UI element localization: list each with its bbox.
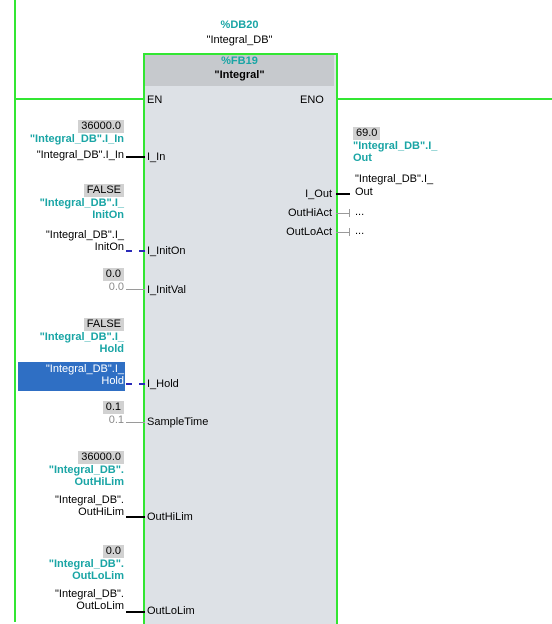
function-block[interactable]: [143, 53, 338, 624]
wire-end-tick: [349, 209, 350, 217]
actual-value: FALSE: [83, 184, 124, 197]
watch-tag: OutLoLim: [72, 570, 124, 582]
watch-tag: "Integral_DB".I_: [39, 331, 124, 343]
watch-tag: "Integral_DB".I_: [39, 197, 124, 209]
input-i-in-group: 36000.0 "Integral_DB".I_In: [0, 120, 124, 145]
operand-line: OutLoLim: [76, 600, 124, 612]
input-i-initon-group: FALSE "Integral_DB".I_ InitOn: [0, 184, 124, 221]
block-number: %FB19: [221, 55, 258, 67]
wire-dashed: [126, 250, 145, 252]
pin-en[interactable]: EN: [147, 94, 163, 106]
input-i-initval-group: 0.0 0.0: [0, 268, 124, 293]
operand-placeholder-outhiact[interactable]: ...: [355, 206, 365, 218]
pin-i-in[interactable]: I_In: [147, 151, 166, 163]
wire: [126, 516, 145, 518]
watch-tag: "Integral_DB".I_In: [29, 133, 124, 145]
wire-dashed: [126, 383, 145, 385]
function-block-header[interactable]: [145, 55, 334, 86]
input-outlolim-group: 0.0 "Integral_DB". OutLoLim: [0, 545, 124, 582]
operand-line: "Integral_DB".I_: [45, 363, 124, 375]
operand-line: "Integral_DB".: [55, 588, 124, 600]
actual-value: 36000.0: [78, 451, 124, 464]
operand-outhilim[interactable]: "Integral_DB". OutHiLim: [0, 494, 124, 518]
operand-i-initon[interactable]: "Integral_DB".I_ InitOn: [0, 229, 124, 253]
pin-outlolim[interactable]: OutLoLim: [147, 605, 195, 617]
wire: [126, 289, 145, 290]
actual-value: 0.1: [102, 401, 124, 414]
instance-db-number[interactable]: %DB20: [220, 19, 259, 31]
operand-line: InitOn: [94, 241, 124, 253]
block-name: "Integral": [214, 69, 265, 81]
wire: [126, 156, 145, 158]
selected-operand-i-hold[interactable]: [18, 362, 125, 391]
watch-tag: Hold: [99, 343, 124, 355]
operand-placeholder-outloact[interactable]: ...: [355, 225, 365, 237]
constant-value[interactable]: 0.0: [108, 281, 124, 293]
operand-line: Hold: [101, 375, 124, 387]
rung-line-in: [14, 98, 144, 100]
actual-value: 69.0: [353, 127, 381, 140]
input-outhilim-group: 36000.0 "Integral_DB". OutHiLim: [0, 451, 124, 488]
watch-tag: InitOn: [92, 209, 124, 221]
pin-i-hold[interactable]: I_Hold: [147, 378, 179, 390]
wire: [126, 611, 145, 613]
operand-line: "Integral_DB".: [55, 494, 124, 506]
watch-tag: OutHiLim: [74, 476, 125, 488]
operand-i-in[interactable]: "Integral_DB".I_In: [36, 149, 124, 161]
actual-value: 36000.0: [78, 120, 124, 133]
watch-tag: "Integral_DB".: [48, 464, 124, 476]
operand-line: "Integral_DB".I_: [45, 229, 124, 241]
pin-outloact[interactable]: OutLoAct: [286, 226, 332, 238]
operand-outlolim[interactable]: "Integral_DB". OutLoLim: [0, 588, 124, 612]
operand-line: "Integral_DB".I_: [355, 173, 434, 185]
actual-value: FALSE: [83, 318, 124, 331]
power-rail-left: [14, 0, 16, 622]
actual-value: 0.0: [102, 545, 124, 558]
rung-line-out: [334, 98, 552, 100]
actual-value: 0.0: [102, 268, 124, 281]
instance-db-name[interactable]: "Integral_DB": [206, 34, 273, 46]
input-sampletime-group: 0.1 0.1: [0, 401, 124, 426]
operand-line: Out: [355, 186, 373, 198]
operand-i-out[interactable]: "Integral_DB".I_ Out: [355, 173, 433, 199]
operand-line: OutHiLim: [78, 506, 124, 518]
pin-i-out[interactable]: I_Out: [305, 188, 332, 200]
pin-outhiact[interactable]: OutHiAct: [287, 207, 332, 219]
pin-i-initval[interactable]: I_InitVal: [147, 284, 186, 296]
input-i-hold-group: FALSE "Integral_DB".I_ Hold: [0, 318, 124, 355]
wire: [336, 213, 350, 214]
pin-i-initon[interactable]: I_InitOn: [147, 245, 186, 257]
output-i-out-group: 69.0 "Integral_DB".I_ Out: [353, 127, 437, 164]
watch-tag: "Integral_DB".: [48, 558, 124, 570]
wire-end-tick: [349, 228, 350, 236]
watch-tag: "Integral_DB".I_: [353, 140, 438, 152]
pin-sampletime[interactable]: SampleTime: [147, 416, 209, 428]
wire: [336, 232, 350, 233]
constant-value[interactable]: 0.1: [108, 414, 124, 426]
watch-tag: Out: [353, 152, 372, 164]
wire: [126, 422, 145, 423]
wire: [336, 193, 350, 195]
pin-outhilim[interactable]: OutHiLim: [147, 511, 193, 523]
pin-eno[interactable]: ENO: [300, 94, 324, 106]
operand-i-hold[interactable]: "Integral_DB".I_ Hold: [0, 363, 124, 387]
